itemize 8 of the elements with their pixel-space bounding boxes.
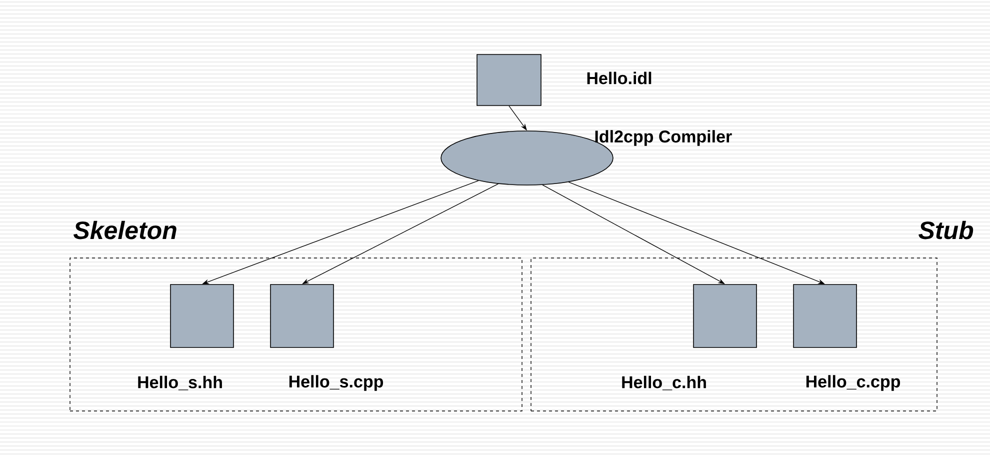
file-label: Stub — [918, 220, 974, 240]
file-label: Hello_c.hh — [622, 376, 706, 390]
file-label: Skeleton — [74, 220, 176, 240]
file-label: Hello_s.hh — [138, 376, 222, 390]
file-label: Hello_s.cpp — [289, 375, 384, 391]
file-label: Hello.idl — [587, 72, 652, 84]
file-label: Idl2cpp Compiler — [595, 130, 732, 146]
file-label: Hello_c.cpp — [806, 375, 900, 391]
